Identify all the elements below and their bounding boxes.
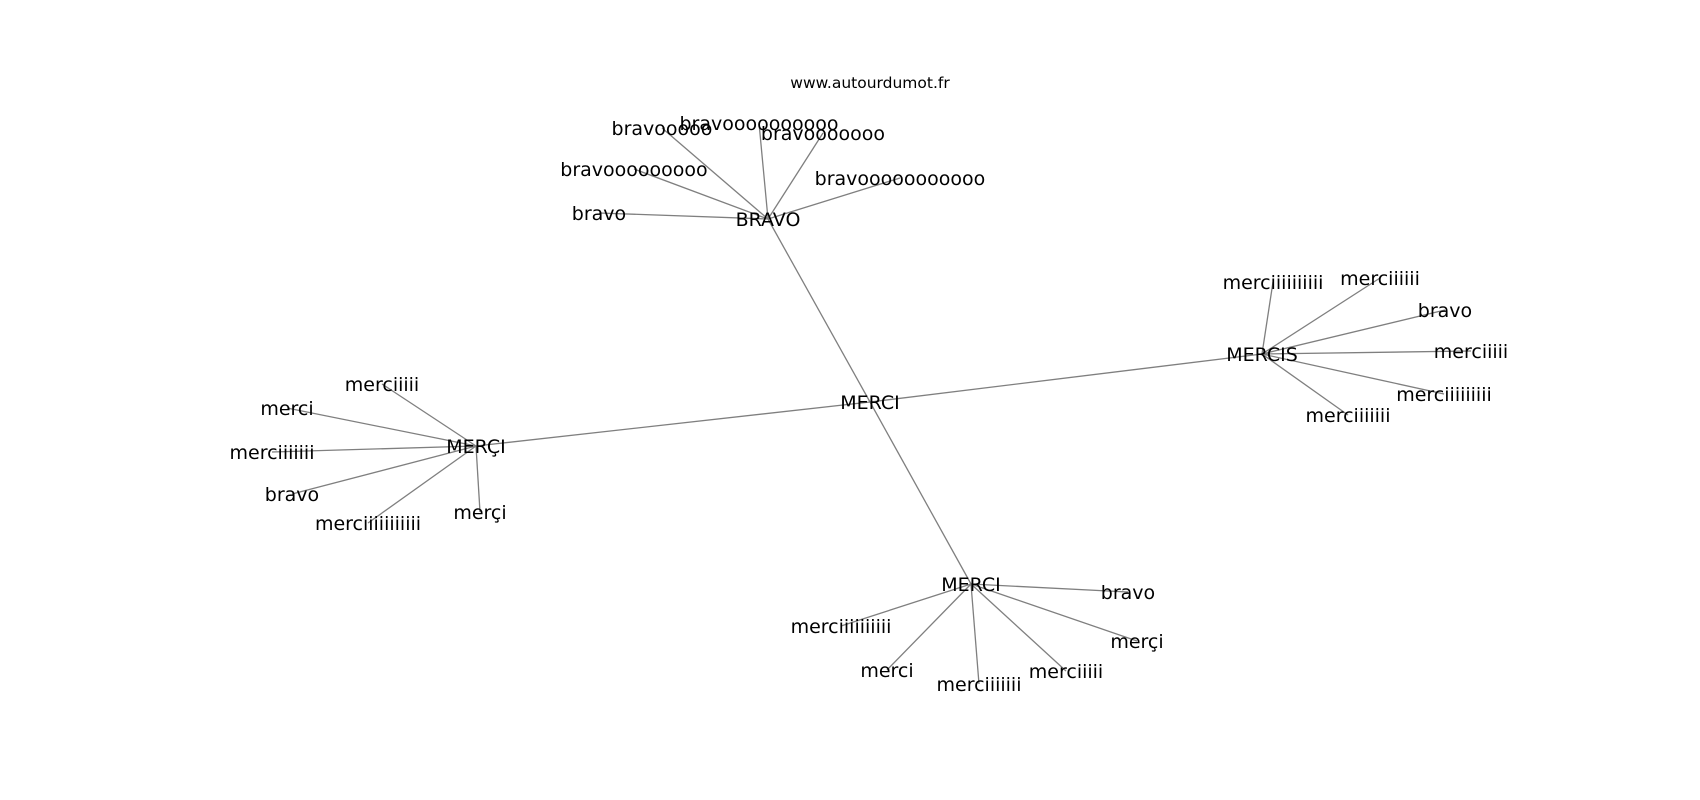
edge-merci2_hub-m4 — [886, 583, 972, 671]
node-leaf-b1: bravooooo — [612, 118, 713, 140]
node-hub-mercc_hub: MERÇI — [446, 436, 506, 458]
node-leaf-s6: merciiiiiii — [1306, 405, 1391, 427]
node-leaf-b6: bravo — [572, 203, 626, 225]
site-label: www.autourdumot.fr — [790, 74, 950, 92]
edge-center-mercis_hub — [869, 353, 1263, 403]
edge-mercis_hub-s6 — [1261, 353, 1349, 416]
node-leaf-b3: bravooooooo — [761, 123, 885, 145]
node-leaf-m1: bravo — [1101, 582, 1155, 604]
edge-bravo_hub-b2 — [758, 122, 769, 220]
node-hub-merci2_hub: MERCI — [941, 574, 1001, 596]
edge-mercc_hub-c4 — [291, 445, 477, 495]
node-leaf-s3: bravo — [1418, 300, 1472, 322]
graph-labels: MERCIBRAVObravooooobravoooooooooobravooo… — [230, 113, 1509, 696]
node-leaf-c2: merci — [260, 398, 313, 420]
node-leaf-m5: merciiiiiii — [937, 674, 1022, 696]
edge-bravo_hub-b3 — [767, 132, 824, 220]
edge-bravo_hub-b1 — [661, 127, 769, 220]
node-leaf-m3: merçi — [1110, 631, 1163, 653]
node-leaf-c4: bravo — [265, 484, 319, 506]
edge-center-mercc_hub — [475, 401, 871, 447]
node-leaf-b5: bravooooooooooo — [815, 168, 986, 190]
edge-mercis_hub-s4 — [1261, 350, 1472, 355]
edge-mercc_hub-c6 — [475, 445, 481, 513]
node-leaf-m4: merci — [860, 660, 913, 682]
node-leaf-s2: merciiiiii — [1340, 268, 1420, 290]
edge-merci2_hub-m6 — [970, 583, 1067, 672]
node-leaf-s4: merciiiii — [1434, 341, 1508, 363]
edge-mercis_hub-s5 — [1261, 353, 1445, 395]
node-leaf-c3: merciiiiiii — [230, 442, 315, 464]
node-leaf-m6: merciiiii — [1029, 661, 1103, 683]
edge-bravo_hub-b6 — [598, 212, 769, 220]
node-hub-mercis_hub: MERCIS — [1226, 344, 1298, 366]
edge-bravo_hub-b4 — [633, 168, 769, 220]
edge-merci2_hub-m2 — [840, 583, 972, 627]
node-leaf-b2: bravoooooooooo — [679, 113, 838, 135]
node-leaf-s5: merciiiiiiiii — [1396, 384, 1492, 406]
edge-mercc_hub-c2 — [286, 407, 477, 447]
node-leaf-c5: merciiiiiiiiiii — [315, 513, 421, 535]
edge-merci2_hub-m3 — [970, 583, 1138, 642]
edge-merci2_hub-m1 — [970, 583, 1129, 593]
edge-mercis_hub-s1 — [1261, 281, 1274, 355]
node-leaf-b4: bravooooooooo — [560, 159, 707, 181]
edge-center-bravo_hub — [767, 218, 871, 403]
edge-mercis_hub-s2 — [1261, 277, 1381, 355]
edge-merci2_hub-m5 — [970, 583, 980, 685]
node-leaf-m2: merciiiiiiiiii — [791, 616, 892, 638]
node-leaf-c1: merciiiii — [345, 374, 419, 396]
node-hub-bravo_hub: BRAVO — [736, 209, 801, 231]
edge-center-merci2_hub — [869, 401, 972, 585]
node-center-merci: MERCI — [840, 392, 900, 414]
edge-mercc_hub-c3 — [271, 445, 477, 453]
edge-mercc_hub-c5 — [367, 445, 477, 524]
edge-bravo_hub-b5 — [767, 177, 901, 220]
graph-edges — [271, 122, 1472, 685]
edge-mercis_hub-s3 — [1261, 309, 1446, 355]
edge-mercc_hub-c1 — [381, 383, 477, 447]
node-leaf-c6: merçi — [453, 502, 506, 524]
node-leaf-s1: merciiiiiiiiii — [1223, 272, 1324, 294]
